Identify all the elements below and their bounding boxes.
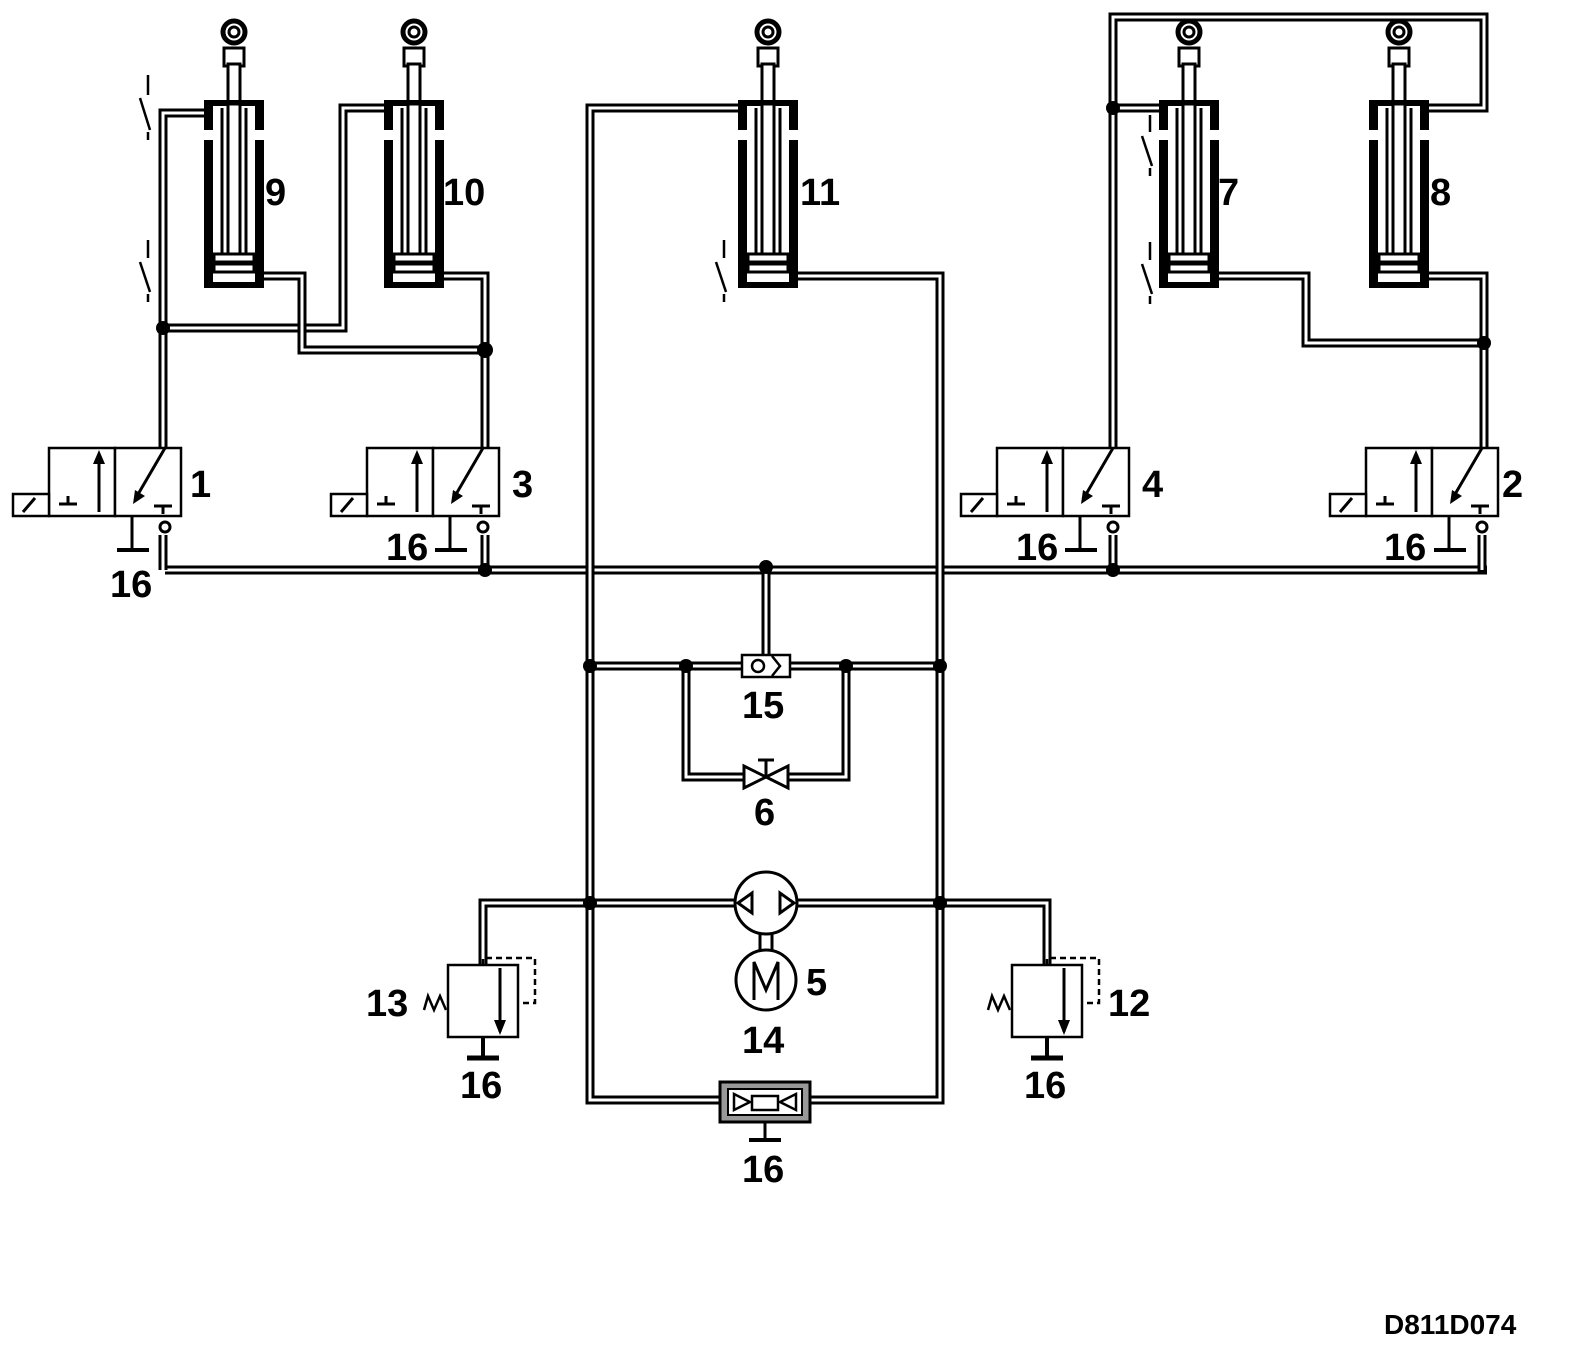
cylinder-8: [1369, 21, 1429, 288]
pipe-cyl8-rod: [1428, 271, 1489, 448]
cylinder-7: [1159, 21, 1219, 288]
label-tank-valve-3: 16: [386, 527, 428, 569]
junction-dots: [156, 101, 1491, 910]
limit-switches: [138, 75, 1154, 304]
label-valve-1: 1: [190, 464, 211, 506]
label-tank-relief-13: 16: [460, 1065, 502, 1107]
label-motor-5: 5: [806, 962, 827, 1004]
valve-1: [11, 446, 183, 552]
label-tank-valve-2: 16: [1384, 527, 1426, 569]
pipe-cyl10-rod: [443, 271, 490, 448]
motor-5: [734, 948, 798, 1012]
relief-valve-13: [422, 956, 537, 1061]
label-relief-13: 13: [366, 983, 408, 1025]
pipe-cyl11-rod: [797, 271, 945, 1105]
pipe-cyl11-head: [585, 103, 738, 1105]
pipe-throttle-bypass: [681, 666, 851, 782]
pipe-pump-line: [478, 898, 1052, 965]
relief-valve-12: [986, 956, 1101, 1061]
pipe-cyl7-rod: [1218, 271, 1484, 348]
pipe-cyl8-head-loop: [1108, 12, 1489, 113]
pipe-cyl10-head: [163, 103, 385, 333]
label-cylinder-9: 9: [265, 172, 286, 214]
label-valve-2: 2: [1502, 464, 1523, 506]
shuttle-valve: [718, 1080, 812, 1142]
label-pump-14: 14: [742, 1020, 784, 1062]
label-tank-relief-12: 16: [1024, 1065, 1066, 1107]
pipe-cyl7-head: [1108, 103, 1160, 448]
throttle-valve-6: [742, 758, 790, 791]
pipe-valve2-supply: [1477, 535, 1487, 575]
cylinder-11: [738, 21, 798, 288]
label-cylinder-7: 7: [1218, 172, 1239, 214]
label-cylinder-10: 10: [443, 172, 485, 214]
check-valve-15: [740, 653, 792, 679]
label-throttle-6: 6: [754, 792, 775, 834]
cylinder-10: [384, 21, 444, 288]
label-valve-3: 3: [512, 464, 533, 506]
pump-motor-shaft: [758, 934, 774, 950]
diagram-reference-code: D811D074: [1384, 1309, 1517, 1340]
label-check-15: 15: [742, 685, 784, 727]
pipes: [158, 12, 1489, 1105]
label-valve-4: 4: [1142, 464, 1163, 506]
pump-14: [733, 870, 799, 936]
component-labels: 9 10 11 7 8 1 3 4 2 16 16 16 16 15 6 5 1…: [110, 172, 1523, 1340]
label-tank-valve-1: 16: [110, 564, 152, 606]
label-cylinder-8: 8: [1430, 172, 1451, 214]
cylinder-9: [204, 21, 264, 288]
pipe-cyl9-rod: [263, 271, 485, 355]
label-cylinder-11: 11: [800, 172, 840, 214]
label-tank-valve-4: 16: [1016, 527, 1058, 569]
label-tank-shuttle: 16: [742, 1149, 784, 1191]
pipe-cyl9-head: [158, 108, 205, 448]
label-relief-12: 12: [1108, 983, 1150, 1025]
